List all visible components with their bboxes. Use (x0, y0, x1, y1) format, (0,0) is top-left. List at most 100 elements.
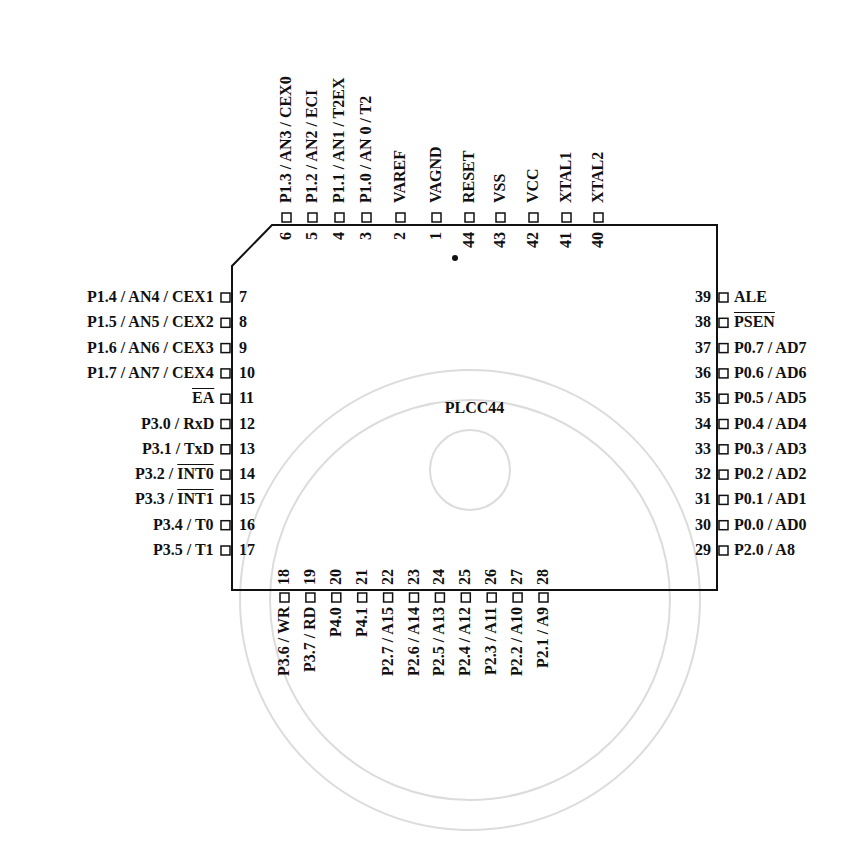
pin-number: 3 (357, 232, 375, 240)
pin-squares (221, 213, 728, 602)
watermark-seal (240, 370, 700, 830)
pin-name: P1.7 / AN7 / CEX4 (87, 364, 214, 382)
pin-name: XTAL1 (557, 152, 575, 203)
pin-name: P2.1 / A9 (534, 607, 552, 668)
pin-pad (221, 420, 230, 429)
pin-name: P2.3 / A11 (482, 607, 500, 675)
pin-number: 8 (239, 313, 247, 331)
pin-number: 4 (330, 232, 348, 240)
pin-number: 41 (557, 232, 575, 248)
pin-name: VSS (491, 174, 509, 203)
pin-number: 30 (695, 516, 711, 534)
pin-number: 28 (534, 569, 552, 585)
pin-pad (335, 213, 344, 222)
pin-name: VCC (524, 168, 542, 203)
pin-number: 24 (430, 569, 448, 585)
pin-number: 16 (239, 516, 255, 534)
pin-number: 43 (491, 232, 509, 248)
pin-number: 32 (695, 465, 711, 483)
pin-number: 38 (695, 313, 711, 331)
pin-name: P1.0 / AN 0 / T2 (357, 96, 375, 203)
pin-name: P3.5 / T1 (153, 541, 214, 559)
pin-pad (719, 394, 728, 403)
pin-pad (496, 213, 505, 222)
pin-pad (384, 593, 393, 602)
pin-number: 21 (353, 569, 371, 585)
pin-name: P0.2 / AD2 (734, 465, 806, 483)
pin-number: 1 (427, 232, 445, 240)
pin-number: 9 (239, 339, 247, 357)
pin-name: P0.1 / AD1 (734, 490, 806, 508)
pin-name: P1.4 / AN4 / CEX1 (87, 288, 214, 306)
pin-pad (410, 593, 419, 602)
pin-name: P1.2 / AN2 / ECI (303, 90, 321, 203)
pin-pad (221, 394, 230, 403)
pin-name: P4.1 (353, 607, 371, 637)
pin-name: P3.6 / WR (275, 607, 293, 676)
pin-pad (221, 495, 230, 504)
pin-pad (221, 369, 230, 378)
pin-name: P0.0 / AD0 (734, 516, 806, 534)
pin-pad (306, 593, 315, 602)
pin-name: EA (192, 389, 214, 407)
pin-number: 44 (460, 232, 478, 248)
pin-number: 40 (589, 232, 607, 248)
pin-pad (280, 593, 289, 602)
pin-number: 34 (695, 415, 711, 433)
pin-number: 19 (301, 569, 319, 585)
pin-pad (432, 213, 441, 222)
pin-number: 42 (524, 232, 542, 248)
pin-pad (719, 521, 728, 530)
pin-pad (282, 213, 291, 222)
pin-number: 29 (695, 541, 711, 559)
pin-name: P2.0 / A8 (734, 541, 795, 559)
pin-number: 18 (275, 569, 293, 585)
pin-name: P3.0 / RxD (141, 415, 214, 433)
chip-body (232, 225, 717, 590)
pin-pad (461, 593, 470, 602)
pin-pad (719, 344, 728, 353)
pin-pad (435, 593, 444, 602)
pin-number: 23 (405, 569, 423, 585)
pin-number: 14 (239, 465, 255, 483)
pin-pad (221, 470, 230, 479)
pin-pad (362, 213, 371, 222)
pin-name: P1.1 / AN1 / T2EX (330, 78, 348, 204)
pin-pad (221, 546, 230, 555)
pin-pad (487, 593, 496, 602)
pin-pad (358, 593, 367, 602)
pin-name: VAREF (391, 150, 409, 203)
pin-number: 10 (239, 364, 255, 382)
pin-number: 20 (327, 569, 345, 585)
pin-pad (719, 546, 728, 555)
pin-pad (396, 213, 405, 222)
pin-number: 27 (508, 569, 526, 585)
pin-name: P0.7 / AD7 (734, 339, 806, 357)
pin-number: 17 (239, 541, 255, 559)
pin-number: 33 (695, 440, 711, 458)
pin-pad (221, 344, 230, 353)
pin-pad (719, 445, 728, 454)
pin-name: P0.3 / AD3 (734, 440, 806, 458)
pin-pad (221, 445, 230, 454)
pin-number: 31 (695, 490, 711, 508)
pin-pad (594, 213, 603, 222)
pin-pad (539, 593, 548, 602)
pin-name: VAGND (427, 146, 445, 203)
pin-name: P1.5 / AN5 / CEX2 (87, 313, 214, 331)
pin-name: P3.3 / INT1 (135, 490, 214, 508)
pin-number: 13 (239, 440, 255, 458)
pin-name: P1.6 / AN6 / CEX3 (87, 339, 214, 357)
pin-name: P2.5 / A13 (430, 607, 448, 676)
package-name: PLCC44 (445, 399, 505, 417)
pin1-dot (452, 255, 458, 261)
pin-number: 22 (379, 569, 397, 585)
pin-number: 2 (391, 232, 409, 240)
pin-number: 6 (277, 232, 295, 240)
pin-pad (719, 470, 728, 479)
pin-number: 35 (695, 389, 711, 407)
pin-name: P0.6 / AD6 (734, 364, 806, 382)
pin-pad (221, 293, 230, 302)
pin-pad (562, 213, 571, 222)
